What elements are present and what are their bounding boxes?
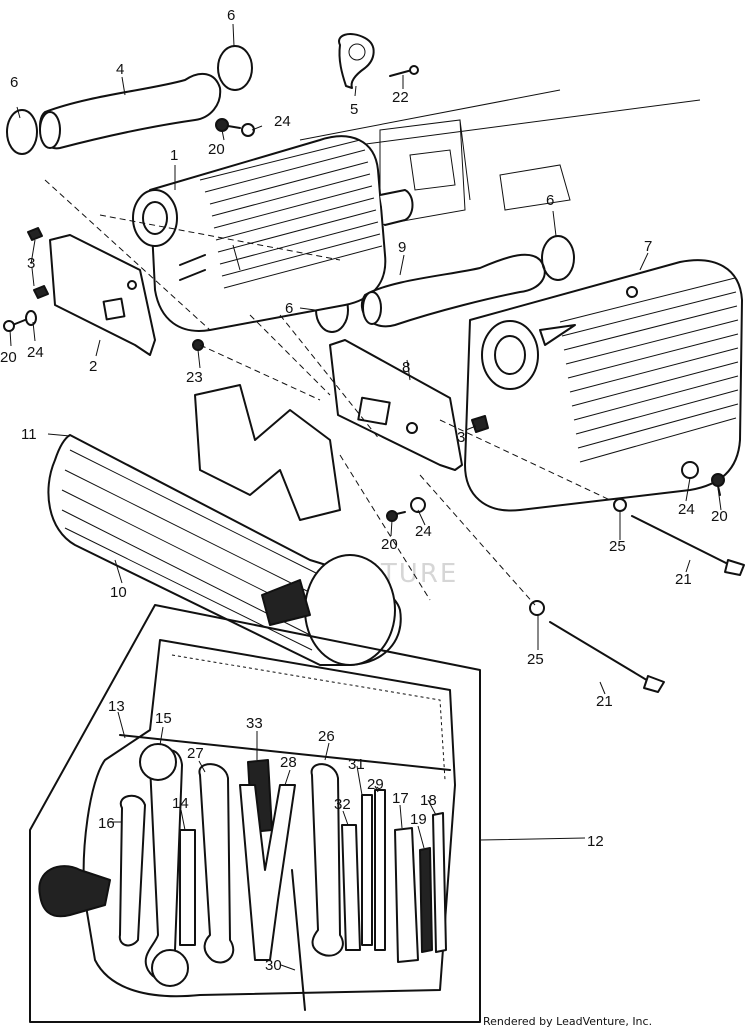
washer-24-middle [410, 497, 426, 513]
bolt-20-left [3, 319, 26, 332]
bolt-20-top [215, 118, 241, 132]
callout-21: 21 [596, 693, 613, 710]
tool-kit-12 [29, 604, 481, 1023]
washer-24-right [681, 461, 699, 479]
callout-24: 24 [274, 113, 291, 130]
callout-14: 14 [172, 795, 189, 812]
callout-8: 8 [402, 359, 410, 376]
callout-27: 27 [187, 745, 204, 762]
callout-17: 17 [392, 790, 409, 807]
callout-33: 33 [246, 715, 263, 732]
callout-23: 23 [186, 369, 203, 386]
washer-25-lower [529, 600, 545, 616]
callout-10: 10 [110, 584, 127, 601]
callout-21: 21 [675, 571, 692, 588]
callout-20: 20 [381, 536, 398, 553]
assembly-lines [44, 179, 611, 606]
callout-3: 3 [27, 255, 35, 272]
callout-12: 12 [587, 833, 604, 850]
grommet-3-left-b [33, 285, 49, 299]
callout-6: 6 [227, 7, 235, 24]
muffler-1 [132, 135, 414, 332]
o-ring-6-top [217, 45, 253, 91]
callout-32: 32 [334, 796, 351, 813]
callout-2: 2 [89, 358, 97, 375]
callout-22: 22 [392, 89, 409, 106]
muffler-7 [464, 259, 743, 512]
callout-30: 30 [265, 957, 282, 974]
washer-24-left [25, 310, 37, 326]
long-bolt-21-right [631, 515, 745, 576]
callout-18: 18 [420, 792, 437, 809]
callout-7: 7 [644, 238, 652, 255]
callout-24: 24 [678, 501, 695, 518]
callout-1: 1 [170, 147, 178, 164]
washer-25-right [613, 498, 627, 512]
callout-29: 29 [367, 776, 384, 793]
callout-24: 24 [27, 344, 44, 361]
callout-4: 4 [116, 61, 124, 78]
bracket-8 [329, 339, 463, 471]
frame-bracket [299, 89, 701, 226]
bolt-22 [389, 65, 419, 77]
callout-6: 6 [10, 74, 18, 91]
callout-15: 15 [155, 710, 172, 727]
callout-20: 20 [711, 508, 728, 525]
washer-24-top [241, 123, 255, 137]
grommet-3-right [471, 415, 489, 433]
callout-6: 6 [546, 192, 554, 209]
callout-31: 31 [348, 756, 365, 773]
callout-28: 28 [280, 754, 297, 771]
callout-25: 25 [609, 538, 626, 555]
callout-5: 5 [350, 101, 358, 118]
callout-16: 16 [98, 815, 115, 832]
exhaust-pipe-4 [39, 72, 222, 150]
callout-25: 25 [527, 651, 544, 668]
callout-labels: 6 4 6 5 22 20 24 1 3 20 24 2 23 6 9 6 7 … [0, 7, 728, 974]
callout-24: 24 [415, 523, 432, 540]
bracket-2 [49, 234, 156, 356]
callout-26: 26 [318, 728, 335, 745]
bolt-20-right [711, 473, 725, 496]
credit-text: Rendered by LeadVenture, Inc. [483, 1015, 652, 1028]
callout-6: 6 [285, 300, 293, 317]
callout-20: 20 [0, 349, 17, 366]
muffler-cover-10 [47, 384, 402, 666]
callout-20: 20 [208, 141, 225, 158]
long-bolt-21-lower [549, 621, 665, 693]
o-ring-6-left [6, 109, 38, 155]
leader-lines [9, 23, 722, 971]
callout-13: 13 [108, 698, 125, 715]
callout-3: 3 [457, 429, 465, 446]
nut-23 [192, 339, 204, 351]
callout-11: 11 [21, 426, 37, 443]
exhaust-pipe-9 [360, 253, 546, 328]
callout-9: 9 [398, 239, 406, 256]
grommet-3-left [27, 227, 43, 241]
bolt-20-middle [386, 510, 406, 522]
o-ring-6-right [541, 235, 575, 281]
clamp-5 [338, 33, 375, 89]
callout-19: 19 [410, 811, 427, 828]
